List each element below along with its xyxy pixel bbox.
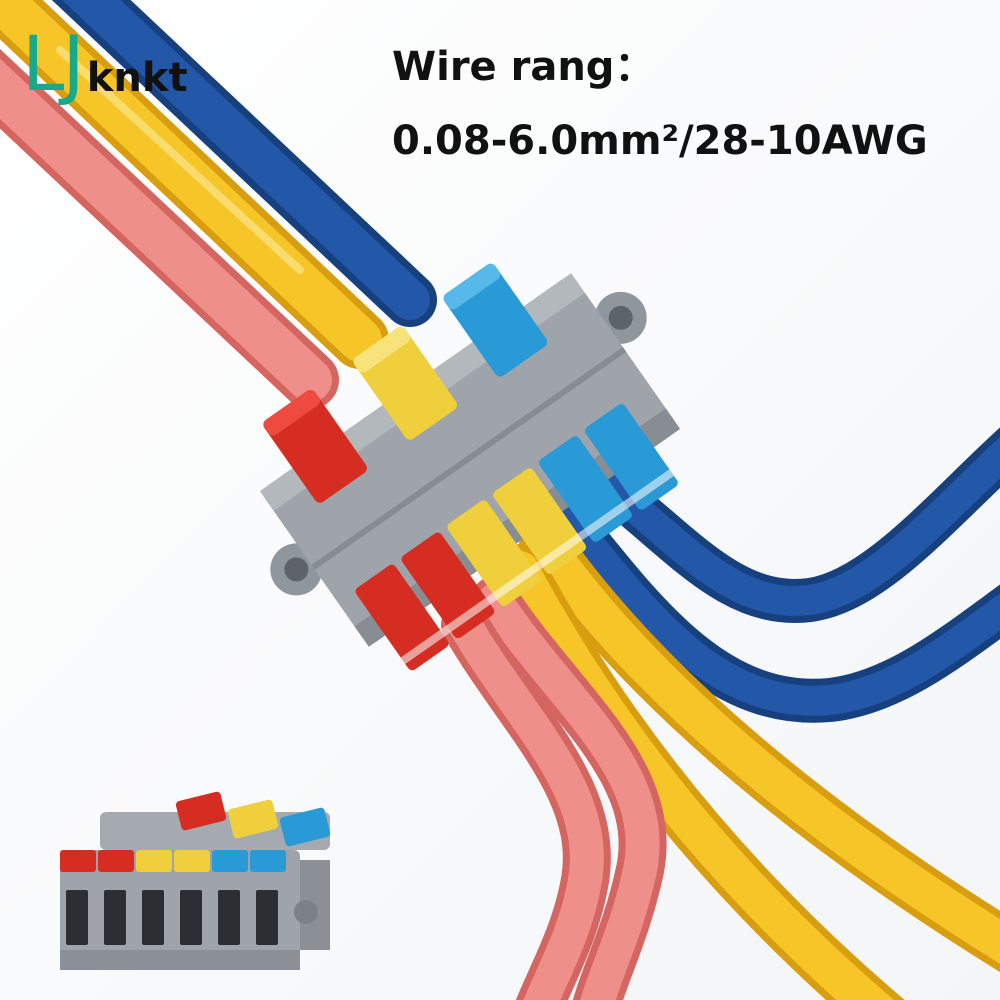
wire-range-title: Wire rang： <box>392 44 655 90</box>
wire-range-value: 0.08-6.0mm²/28-10AWG <box>392 118 928 164</box>
connector-inset-image <box>60 791 331 970</box>
input-wires <box>0 0 437 409</box>
output-levers <box>355 404 678 671</box>
brand-name: knkt <box>86 55 188 101</box>
connector-body <box>259 263 681 671</box>
brand-logo: LJ knkt <box>22 22 188 102</box>
brand-letters: LJ <box>22 19 85 108</box>
output-wires <box>441 427 1000 1000</box>
input-levers <box>263 263 548 503</box>
